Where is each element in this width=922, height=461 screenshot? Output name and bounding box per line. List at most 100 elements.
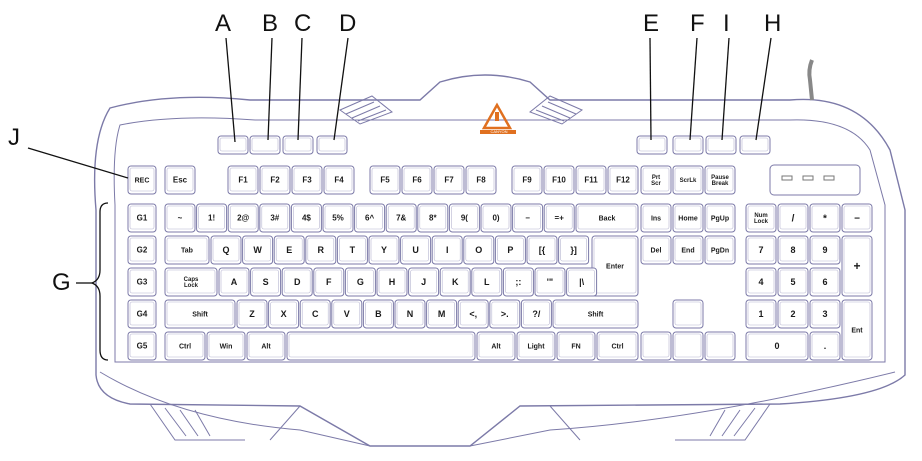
key-f4[interactable]: F4 — [323, 165, 355, 195]
key-row3-d[interactable]: D — [281, 267, 313, 297]
key-row1-1[interactable]: 1! — [196, 203, 228, 233]
key-arrow-up[interactable] — [672, 299, 704, 329]
key-row4-n[interactable]: N — [394, 299, 426, 329]
key-scrlk[interactable]: ScrLk — [672, 165, 704, 195]
media-key-d[interactable] — [316, 135, 348, 155]
key-num-7[interactable]: 7 — [745, 235, 777, 265]
key-left-ctrl[interactable]: Ctrl — [164, 331, 206, 361]
key-f5[interactable]: F5 — [369, 165, 401, 195]
key-pgdn[interactable]: PgDn — [704, 235, 736, 265]
key-num-2[interactable]: 2 — [777, 299, 809, 329]
key-num-4[interactable]: 4 — [745, 267, 777, 297]
key-esc[interactable]: Esc — [164, 165, 196, 195]
key-num-1[interactable]: 1 — [745, 299, 777, 329]
key-backspace[interactable]: Back — [575, 203, 639, 233]
key-row4-sym[interactable]: >. — [489, 299, 521, 329]
key-g3[interactable]: G3 — [127, 267, 157, 297]
key-f8[interactable]: F8 — [465, 165, 497, 195]
key-f1[interactable]: F1 — [227, 165, 259, 195]
key-arrow-down[interactable] — [672, 331, 704, 361]
key-row1-4[interactable]: 4$ — [290, 203, 322, 233]
key-f3[interactable]: F3 — [291, 165, 323, 195]
key-num-0[interactable]: 0 — [745, 331, 809, 361]
key-row3-g[interactable]: G — [344, 267, 376, 297]
key-row4-sym[interactable]: ?/ — [520, 299, 552, 329]
key-num-enter[interactable]: Ent — [841, 299, 873, 361]
key-row3-h[interactable]: H — [376, 267, 408, 297]
key-ins[interactable]: Ins — [640, 203, 672, 233]
key-row1-5[interactable]: 5% — [322, 203, 354, 233]
key-f12[interactable]: F12 — [607, 165, 639, 195]
key-row1-8[interactable]: 8* — [417, 203, 449, 233]
key-num-sym[interactable]: − — [841, 203, 873, 233]
key-num-9[interactable]: 9 — [809, 235, 841, 265]
key-row2-o[interactable]: O — [463, 235, 495, 265]
key-f7[interactable]: F7 — [433, 165, 465, 195]
media-key-i[interactable] — [705, 135, 737, 155]
key-num-8[interactable]: 8 — [777, 235, 809, 265]
media-key-b[interactable] — [249, 135, 281, 155]
key-row3-sym[interactable]: '" — [534, 267, 566, 297]
key-row1-sym[interactable]: ~ — [164, 203, 196, 233]
key-num-6[interactable]: 6 — [809, 267, 841, 297]
key-row3-j[interactable]: J — [408, 267, 440, 297]
key-arrow-left[interactable] — [640, 331, 672, 361]
key-row2-sym[interactable]: [{ — [526, 235, 558, 265]
key-f11[interactable]: F11 — [575, 165, 607, 195]
key-del[interactable]: Del — [640, 235, 672, 265]
key-f10[interactable]: F10 — [543, 165, 575, 195]
key-fn[interactable]: FN — [556, 331, 596, 361]
key-f6[interactable]: F6 — [401, 165, 433, 195]
media-key-h[interactable] — [739, 135, 771, 155]
key-left-shift[interactable]: Shift — [164, 299, 236, 329]
key-row1-0[interactable]: 0) — [480, 203, 512, 233]
key-row3-k[interactable]: K — [439, 267, 471, 297]
media-key-f[interactable] — [672, 135, 704, 155]
key-pgup[interactable]: PgUp — [704, 203, 736, 233]
key-arrow-right[interactable] — [704, 331, 736, 361]
key-row3-sym[interactable]: ;: — [502, 267, 534, 297]
key-enter[interactable]: Enter — [591, 235, 639, 297]
key-row4-m[interactable]: M — [426, 299, 458, 329]
key-row4-z[interactable]: Z — [236, 299, 268, 329]
key-num-5[interactable]: 5 — [777, 267, 809, 297]
key-num-sym[interactable]: / — [777, 203, 809, 233]
key-row1-6[interactable]: 6^ — [354, 203, 386, 233]
key-win[interactable]: Win — [206, 331, 246, 361]
key-f2[interactable]: F2 — [259, 165, 291, 195]
key-row3-a[interactable]: A — [218, 267, 250, 297]
key-num-sym[interactable]: * — [809, 203, 841, 233]
key-space[interactable] — [286, 331, 476, 361]
key-row4-b[interactable]: B — [362, 299, 394, 329]
key-num-dot[interactable]: . — [809, 331, 841, 361]
key-row4-v[interactable]: V — [331, 299, 363, 329]
key-row2-y[interactable]: Y — [368, 235, 400, 265]
key-left-alt[interactable]: Alt — [246, 331, 286, 361]
key-tab[interactable]: Tab — [164, 235, 210, 265]
key-f9[interactable]: F9 — [511, 165, 543, 195]
key-row1-7[interactable]: 7& — [385, 203, 417, 233]
key-row1-3[interactable]: 3# — [259, 203, 291, 233]
key-row4-x[interactable]: X — [268, 299, 300, 329]
key-light[interactable]: Light — [516, 331, 556, 361]
key-row2-p[interactable]: P — [494, 235, 526, 265]
key-rec[interactable]: REC — [127, 165, 157, 195]
key-row4-c[interactable]: C — [299, 299, 331, 329]
key-row2-e[interactable]: E — [273, 235, 305, 265]
key-row1-sym[interactable]: =+ — [543, 203, 575, 233]
key-row2-q[interactable]: Q — [210, 235, 242, 265]
key-g5[interactable]: G5 — [127, 331, 157, 361]
key-row3-l[interactable]: L — [471, 267, 503, 297]
key-row3-f[interactable]: F — [313, 267, 345, 297]
media-key-e[interactable] — [636, 135, 668, 155]
key-num-3[interactable]: 3 — [809, 299, 841, 329]
key-g2[interactable]: G2 — [127, 235, 157, 265]
key-num-plus[interactable]: + — [841, 235, 873, 297]
key-row1-sym[interactable]: − — [512, 203, 544, 233]
key-row2-t[interactable]: T — [336, 235, 368, 265]
key-row1-9[interactable]: 9( — [448, 203, 480, 233]
